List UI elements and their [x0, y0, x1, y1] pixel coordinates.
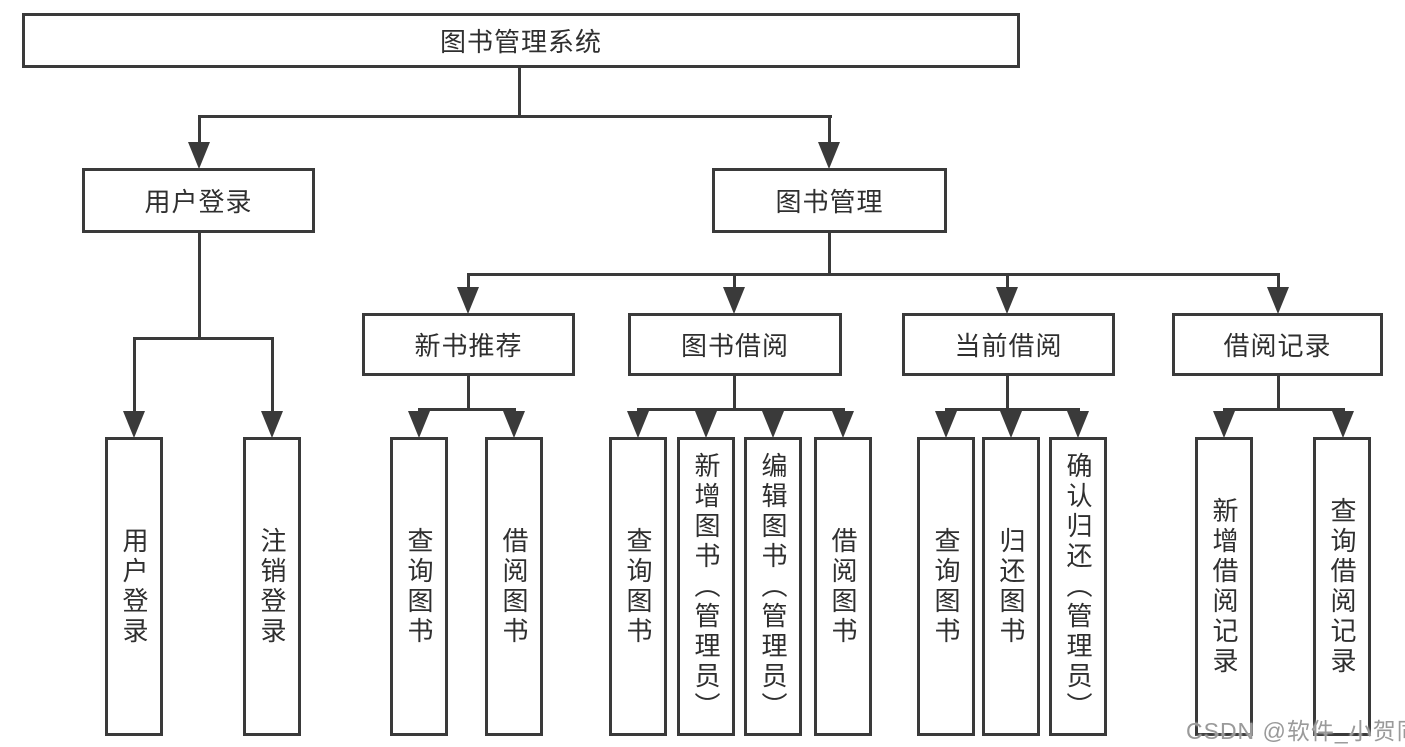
arrowhead-down-icon	[723, 287, 745, 314]
connector-line	[733, 376, 736, 410]
node-label: 借阅记录	[1223, 331, 1332, 361]
connector-line	[133, 337, 136, 413]
leaf-borrow-books-recommend: 借阅图书	[485, 437, 543, 736]
connector-line	[198, 233, 201, 339]
leaf-confirm-return-admin: 确认归还（管理员）	[1049, 437, 1107, 736]
connector-line	[1006, 376, 1009, 410]
arrowhead-down-icon	[123, 411, 145, 438]
watermark-text: CSDN @软件_小贺同学	[1186, 718, 1405, 744]
leaf-label: 查询借阅记录	[1327, 496, 1357, 677]
connector-line	[828, 233, 831, 275]
node-user-login: 用户登录	[82, 168, 315, 233]
connector-line	[1277, 376, 1280, 410]
leaf-query-books-current: 查询图书	[917, 437, 975, 736]
arrowhead-down-icon	[832, 411, 854, 438]
node-new-book-recommendation: 新书推荐	[362, 313, 575, 376]
connector-line	[733, 273, 736, 289]
leaf-label: 用户登录	[119, 526, 149, 647]
leaf-label: 确认归还（管理员）	[1063, 451, 1093, 722]
arrowhead-down-icon	[695, 411, 717, 438]
connector-line	[828, 115, 831, 145]
arrowhead-down-icon	[627, 411, 649, 438]
node-label: 图书借阅	[680, 331, 789, 361]
node-current-borrowing: 当前借阅	[902, 313, 1115, 376]
connector-line	[1006, 273, 1009, 289]
leaf-query-books-borrowing: 查询图书	[609, 437, 667, 736]
connector-line	[198, 115, 832, 118]
connector-line	[133, 337, 274, 340]
node-label: 当前借阅	[954, 331, 1063, 361]
connector-line	[418, 408, 516, 411]
leaf-return-books: 归还图书	[982, 437, 1040, 736]
leaf-borrow-books-borrowing: 借阅图书	[814, 437, 872, 736]
leaf-label: 查询图书	[404, 526, 434, 647]
connector-line	[467, 273, 1280, 276]
leaf-label: 借阅图书	[499, 526, 529, 647]
arrowhead-down-icon	[261, 411, 283, 438]
connector-line	[271, 337, 274, 413]
node-library-management-system: 图书管理系统	[22, 13, 1020, 68]
leaf-label: 新增图书（管理员）	[691, 451, 721, 722]
connector-line	[467, 376, 470, 410]
leaf-label: 编辑图书（管理员）	[758, 451, 788, 722]
arrowhead-down-icon	[818, 142, 840, 169]
arrowhead-down-icon	[1267, 287, 1289, 314]
connector-line	[1223, 408, 1345, 411]
node-label: 图书管理	[775, 187, 884, 217]
leaf-user-login: 用户登录	[105, 437, 163, 736]
connector-line	[637, 408, 845, 411]
leaf-label: 查询图书	[931, 526, 961, 647]
leaf-label: 查询图书	[623, 526, 653, 647]
leaf-add-books-admin: 新增图书（管理员）	[677, 437, 735, 736]
arrowhead-down-icon	[935, 411, 957, 438]
arrowhead-down-icon	[1213, 411, 1235, 438]
leaf-label: 注销登录	[257, 526, 287, 647]
arrowhead-down-icon	[503, 411, 525, 438]
leaf-query-borrow-record: 查询借阅记录	[1313, 437, 1371, 736]
arrowhead-down-icon	[188, 142, 210, 169]
node-label: 用户登录	[144, 187, 253, 217]
arrowhead-down-icon	[1067, 411, 1089, 438]
arrowhead-down-icon	[1000, 411, 1022, 438]
arrowhead-down-icon	[408, 411, 430, 438]
node-label: 新书推荐	[414, 331, 523, 361]
connector-line	[198, 115, 201, 145]
arrowhead-down-icon	[1332, 411, 1354, 438]
connector-line	[1277, 273, 1280, 289]
node-book-borrowing: 图书借阅	[628, 313, 842, 376]
connector-line	[518, 68, 521, 118]
leaf-label: 新增借阅记录	[1209, 496, 1239, 677]
leaf-label: 借阅图书	[828, 526, 858, 647]
leaf-add-borrow-record: 新增借阅记录	[1195, 437, 1253, 736]
arrowhead-down-icon	[996, 287, 1018, 314]
arrowhead-down-icon	[762, 411, 784, 438]
connector-line	[467, 273, 470, 289]
node-book-management: 图书管理	[712, 168, 947, 233]
arrowhead-down-icon	[457, 287, 479, 314]
node-borrowing-records: 借阅记录	[1172, 313, 1383, 376]
leaf-label: 归还图书	[996, 526, 1026, 647]
leaf-edit-books-admin: 编辑图书（管理员）	[744, 437, 802, 736]
leaf-query-books-recommend: 查询图书	[390, 437, 448, 736]
leaf-logout-login: 注销登录	[243, 437, 301, 736]
node-label: 图书管理系统	[439, 27, 602, 57]
